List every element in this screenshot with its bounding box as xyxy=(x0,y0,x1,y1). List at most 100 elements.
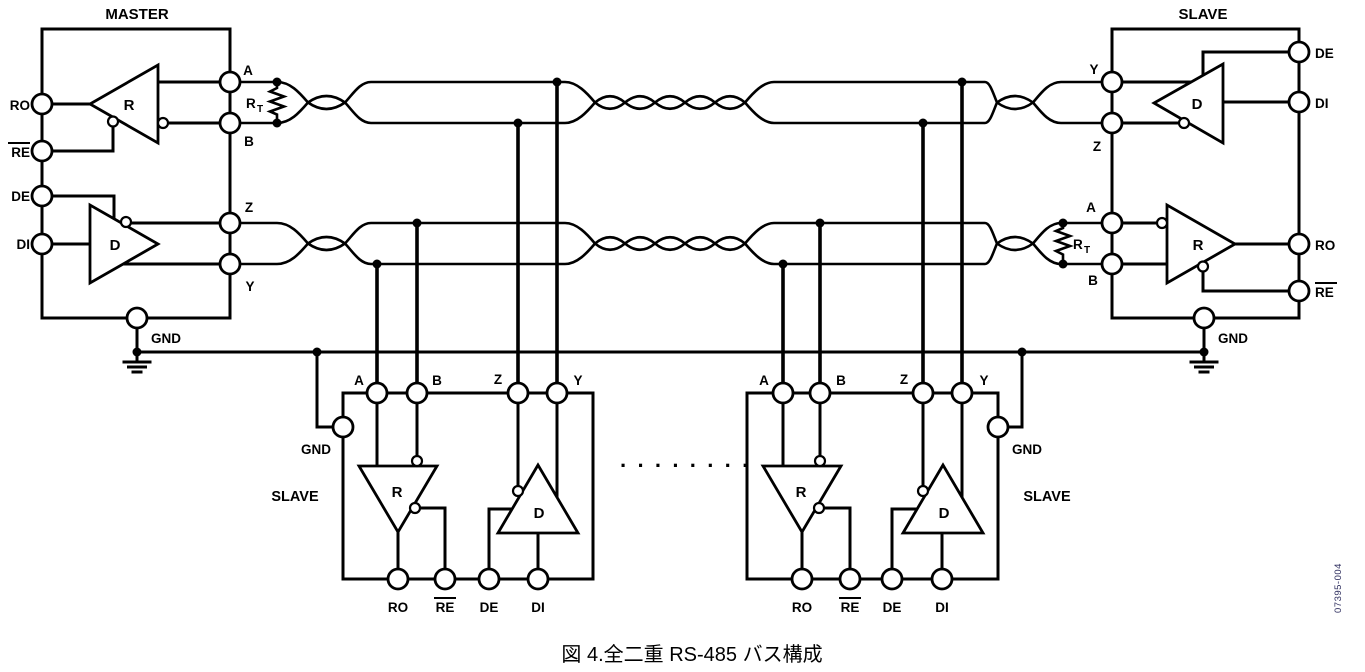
master-receiver-triangle xyxy=(87,62,160,146)
master-terminal-z-label: Z xyxy=(245,200,253,215)
bl-de-wire xyxy=(487,507,513,571)
inverter-bubble xyxy=(119,215,133,229)
slave-terminal-a-label: A xyxy=(1086,200,1096,215)
rt-sub-label-master: T xyxy=(257,104,263,115)
junction-dot xyxy=(815,218,825,228)
gnd-bus xyxy=(122,326,1219,429)
br-slave-title: SLAVE xyxy=(1023,489,1071,505)
gnd-stub-right-slave xyxy=(1005,350,1024,429)
bl-terminal-y xyxy=(545,381,569,405)
bus-tap-stubs xyxy=(375,80,964,385)
br-terminal-y-label: Y xyxy=(979,373,988,388)
junction-dots xyxy=(132,77,1209,357)
more-slaves-ellipsis: · · · · · · · · xyxy=(620,453,751,478)
br-driver-label: D xyxy=(939,505,950,522)
slave-pin-re-label: RE xyxy=(1315,285,1334,300)
br-terminal-b xyxy=(808,381,832,405)
wire-b-line xyxy=(240,94,1102,125)
inverter-bubble xyxy=(916,484,930,498)
slave-bl-box xyxy=(341,391,595,581)
inverter-bubble xyxy=(410,454,424,468)
bl-pin-ro-label: RO xyxy=(388,600,408,615)
twisted-pair-top xyxy=(240,80,1102,125)
junction-dot xyxy=(778,259,788,269)
br-pin-re xyxy=(838,567,862,591)
master-driver-label: D xyxy=(110,237,121,254)
rt-label-slave: R xyxy=(1073,237,1083,252)
doc-number: 07395-004 xyxy=(1333,563,1344,613)
junction-dot xyxy=(1058,259,1068,269)
master-gnd-label: GND xyxy=(151,331,181,346)
master-terminal-z xyxy=(218,211,242,235)
figure-caption: 図 4.全二重 RS-485 バス構成 xyxy=(561,643,822,666)
br-pin-de xyxy=(880,567,904,591)
master-pin-de-label: DE xyxy=(11,189,30,204)
br-pin-ro xyxy=(790,567,814,591)
bl-pin-de-label: DE xyxy=(480,600,499,615)
br-pin-re-label: RE xyxy=(841,600,860,615)
rt-resistor-master xyxy=(266,82,288,123)
junction-dot xyxy=(552,77,562,87)
bl-pin-de xyxy=(477,567,501,591)
br-terminal-z xyxy=(911,381,935,405)
wire-y-line xyxy=(240,235,1102,266)
master-re-wire xyxy=(50,124,115,153)
master-terminal-y xyxy=(218,252,242,276)
junction-dot xyxy=(272,118,282,128)
slave-pin-gnd xyxy=(1192,306,1216,330)
slave-top-title: SLAVE xyxy=(1179,6,1228,23)
br-receiver-triangle xyxy=(760,464,844,535)
junction-dot xyxy=(412,218,422,228)
inverter-bubble xyxy=(1177,116,1191,130)
bl-terminal-z-label: Z xyxy=(494,372,502,387)
bl-receiver-label: R xyxy=(392,484,403,501)
inverter-bubble xyxy=(106,115,120,128)
bl-pin-di xyxy=(526,567,550,591)
slave-re-wire xyxy=(1201,269,1291,293)
slave-de-wire xyxy=(1201,50,1291,77)
slave-pin-di xyxy=(1287,90,1311,114)
bl-pin-re xyxy=(433,567,457,591)
inverter-bubble xyxy=(511,484,525,498)
br-pin-di xyxy=(930,567,954,591)
rt-sub-label-slave: T xyxy=(1084,245,1090,256)
slave-pin-ro xyxy=(1287,232,1311,256)
br-terminal-b-label: B xyxy=(836,373,846,388)
junction-dot xyxy=(957,77,967,87)
master-pin-re xyxy=(30,139,54,163)
slave-terminal-a xyxy=(1100,211,1124,235)
bl-driver-label: D xyxy=(534,505,545,522)
slave-pin-di-label: DI xyxy=(1315,96,1329,111)
inverter-bubble xyxy=(1196,260,1210,273)
slave-top-receiver-label: R xyxy=(1193,237,1204,254)
slave-pin-re xyxy=(1287,279,1311,303)
slave-terminal-z xyxy=(1100,111,1124,135)
junction-dot xyxy=(513,118,523,128)
master-terminal-b-label: B xyxy=(244,134,254,149)
slave-terminal-b xyxy=(1100,252,1124,276)
junction-dot xyxy=(1058,218,1068,228)
gnd-stub-left-slave xyxy=(315,350,336,429)
junction-dot xyxy=(132,347,142,357)
bl-terminal-b-label: B xyxy=(432,373,442,388)
junction-dot xyxy=(918,118,928,128)
bl-terminal-a xyxy=(365,381,389,405)
master-pin-gnd xyxy=(125,306,149,330)
br-re-wire xyxy=(822,506,852,571)
inverter-bubble xyxy=(408,501,422,515)
master-pin-de xyxy=(30,184,54,208)
bl-gnd-label: GND xyxy=(301,442,331,457)
junction-dot xyxy=(1017,347,1027,357)
master-terminal-a xyxy=(218,70,242,94)
master-de-wire xyxy=(50,194,116,220)
br-terminal-y xyxy=(950,381,974,405)
bl-terminal-a-label: A xyxy=(354,373,364,388)
master-pin-di-label: DI xyxy=(17,237,31,252)
bl-pin-ro xyxy=(386,567,410,591)
junction-dot xyxy=(312,347,322,357)
earth-ground-symbol-right xyxy=(1189,360,1219,374)
master-device: MASTER RO RE DE DI A B Z Y R D GND R T xyxy=(8,6,263,346)
inverter-bubble xyxy=(813,454,827,468)
twisted-pair-bottom xyxy=(240,221,1102,266)
